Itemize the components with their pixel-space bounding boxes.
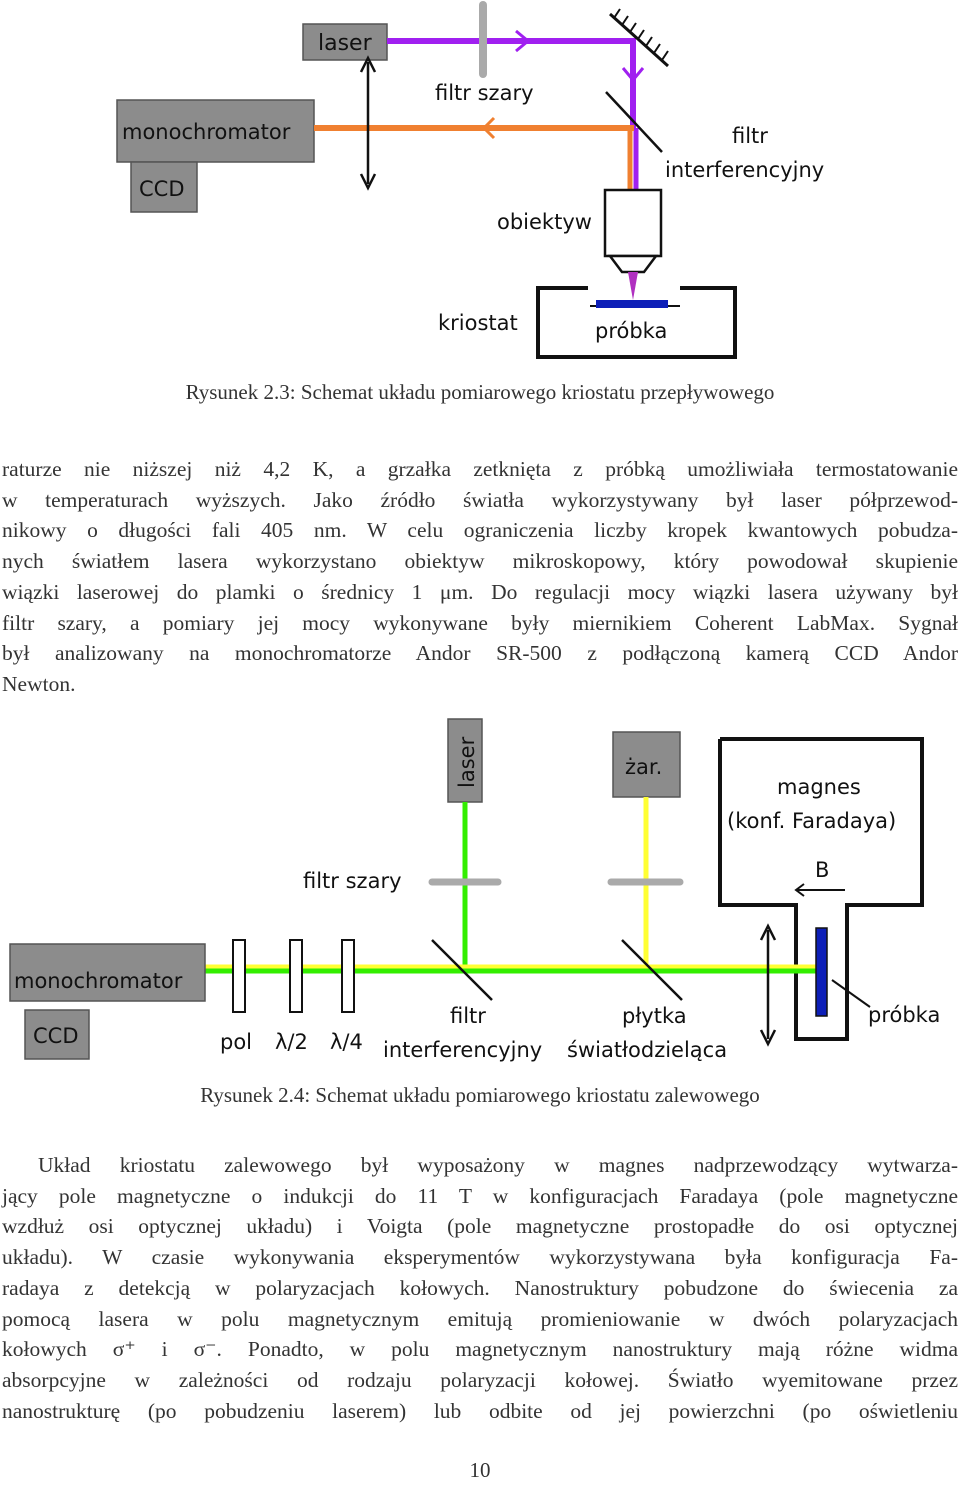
laser-arrow-right (515, 29, 531, 53)
field-label: B (815, 858, 829, 882)
laser-arrow-down (621, 67, 645, 83)
objective-tip (607, 254, 659, 274)
paragraph-1-line: nych światłem lasera wykorzystano obiekt… (2, 549, 958, 574)
paragraph-2-line: radaya z detekcją w polaryzacjach kołowy… (2, 1275, 958, 1300)
half-wave-plate (289, 939, 303, 1013)
interference-filter-label-2: interferencyjny (665, 158, 824, 182)
quarter-wave-label: λ/4 (330, 1030, 363, 1054)
ccd-box (130, 161, 198, 213)
paragraph-1: raturze nie niższej niż 4,2 K, a grzałka… (2, 454, 958, 700)
figure2-caption: Rysunek 2.4: Schemat układu pomiarowego … (200, 1083, 760, 1107)
laser-box (447, 718, 483, 803)
ccd-label: CCD (139, 177, 185, 201)
signal-arrow-left (481, 116, 496, 140)
sample-label: próbka (868, 1003, 940, 1027)
laser-box (302, 23, 388, 61)
paragraph-2-line: pomocą lasera w polu magnetycznym emituj… (2, 1306, 958, 1331)
paragraph-1-line: w temperaturach wyższych. Jako źródło św… (2, 487, 958, 512)
laser-label: laser (318, 31, 373, 56)
focused-beam (628, 272, 638, 300)
magnet-label-1: magnes (777, 775, 861, 799)
movable-arrow-head-down (359, 173, 377, 191)
paragraph-2-line: absorpcyjne w zależności od rodzaju pola… (2, 1367, 958, 1392)
magnet (718, 737, 924, 1041)
laser-label: laser (455, 736, 479, 788)
objective (603, 188, 663, 258)
grey-filter-label: filtr szary (303, 869, 402, 893)
paragraph-2-line: wzdłuż osi optycznej układu) i Voigta (p… (2, 1214, 958, 1239)
interference-filter (605, 91, 663, 153)
paragraph-1-line: był analizowany na monochromatorze Andor… (2, 641, 958, 666)
paragraph-2-line: jący pole magnetyczne o indukcji do 11 T… (2, 1183, 958, 1208)
sample (596, 300, 668, 308)
sample-label: próbka (595, 319, 667, 343)
polarizer-label: pol (220, 1030, 252, 1054)
field-arrow-head (794, 883, 805, 897)
paragraph-1-line: nikowy o długości fali 405 nm. W celu og… (2, 518, 958, 543)
ccd-box (24, 1009, 90, 1060)
interference-filter-label-1: filtr (732, 124, 768, 148)
paragraph-1-line: filtr szary, a pomiary jej mocy wykonywa… (2, 610, 958, 635)
half-wave-label: λ/2 (275, 1030, 308, 1054)
sample (815, 927, 828, 1017)
monochromator-label: monochromator (14, 969, 183, 993)
quarter-wave-plate (341, 939, 355, 1013)
movable-arrow-head-up (759, 923, 777, 941)
monochromator-label: monochromator (122, 120, 291, 144)
figure1-caption: Rysunek 2.3: Schemat układu pomiarowego … (185, 380, 775, 404)
figure-flow-cryostat-diagram: laser monochromator CCD filtr szary filt… (116, 1, 824, 359)
interference-filter (431, 939, 493, 1001)
cryostat-label: kriostat (438, 311, 518, 335)
paragraph-2-line: układu). W czasie wykonywania eksperymen… (2, 1245, 958, 1270)
mirror-hatch (613, 8, 669, 61)
sample-pointer (831, 979, 871, 1008)
lamp-box (612, 731, 681, 798)
mirror (608, 12, 670, 68)
lamp-label: żar. (625, 755, 662, 779)
beamsplitter-label-2: światłodzieląca (567, 1038, 727, 1062)
magnet-label-2: (konf. Faradaya) (727, 809, 896, 833)
paragraph-2-line: nanostrukturę (po pobudzeniu laserem) lu… (2, 1398, 958, 1423)
polarizer (232, 939, 246, 1013)
cryostat (536, 286, 737, 359)
objective-label: obiektyw (497, 210, 592, 234)
monochromator-box (9, 943, 206, 1002)
beamsplitter (621, 939, 683, 1001)
interference-filter-label-2: interferencyjny (383, 1038, 542, 1062)
paragraph-2: Układ kriostatu zalewowego był wyposażon… (2, 1150, 958, 1426)
paragraph-1-line: Newton. (2, 671, 76, 696)
ccd-label: CCD (33, 1024, 79, 1048)
monochromator-box (116, 99, 315, 163)
paragraph-1-line: wiązki laserowej do plamki o średnicy 1 … (2, 579, 958, 604)
paragraph-2-line: Układ kriostatu zalewowego był wyposażon… (38, 1153, 958, 1177)
figure-bath-cryostat-diagram: laser żar. magnes (konf. Faradaya) B fil… (9, 718, 940, 1062)
grey-filter-label: filtr szary (435, 81, 534, 105)
movable-arrow-head-up (359, 55, 377, 73)
beamsplitter-label-1: płytka (622, 1004, 687, 1028)
interference-filter-label-1: filtr (450, 1004, 486, 1028)
paragraph-2-line: kołowych σ⁺ i σ⁻. Ponadto, w polu magnet… (2, 1337, 958, 1362)
movable-arrow-head-down (759, 1029, 777, 1047)
page-number: 10 (469, 1458, 491, 1482)
paragraph-1-line: raturze nie niższej niż 4,2 K, a grzałka… (2, 457, 958, 481)
